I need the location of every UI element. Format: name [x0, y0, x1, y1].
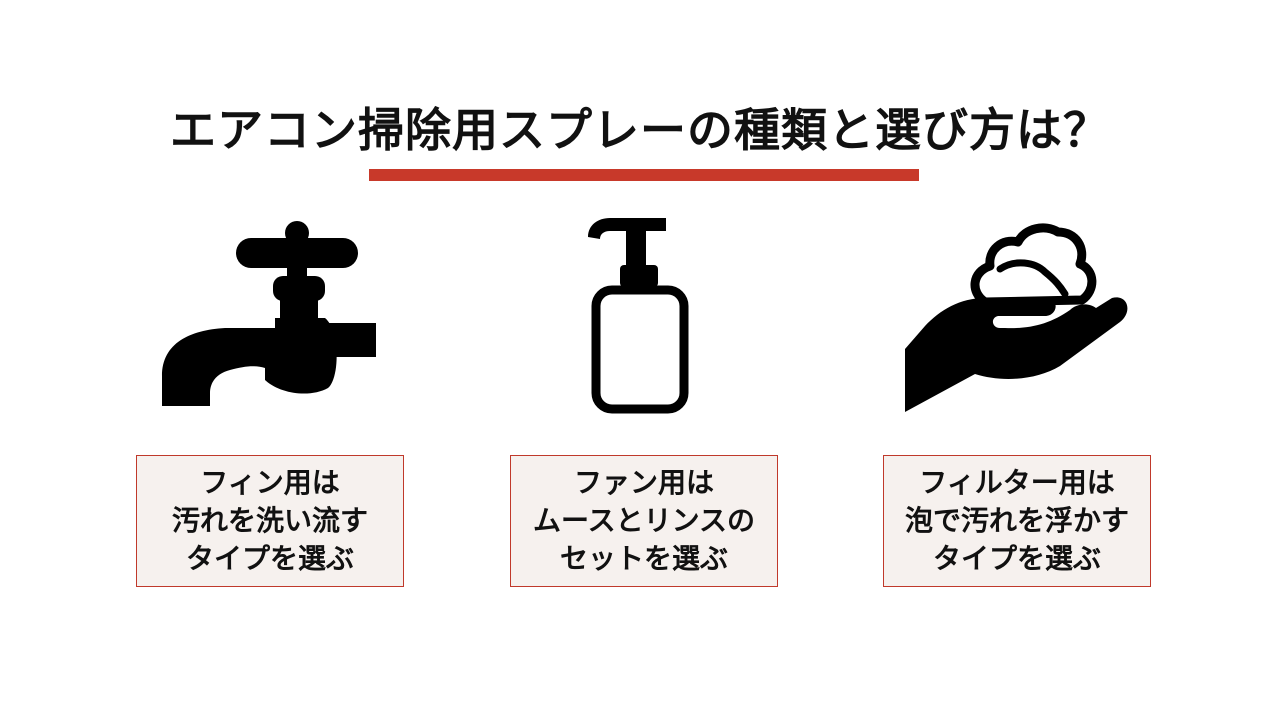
card-line: タイプを選ぶ	[932, 542, 1101, 575]
card-line: ムースとリンスの	[532, 504, 756, 537]
title-underline	[369, 169, 919, 181]
underline-bar	[369, 169, 919, 181]
card-fan: ファン用は ムースとリンスの セットを選ぶ	[510, 455, 778, 587]
card-filter: フィルター用は 泡で汚れを浮かす タイプを選ぶ	[883, 455, 1151, 587]
faucet-icon	[162, 221, 376, 406]
pump-bottle-icon	[588, 218, 689, 414]
card-line: フィン用は	[200, 466, 340, 499]
foam-hand-icon	[905, 223, 1128, 412]
card-fin: フィン用は 汚れを洗い流す タイプを選ぶ	[136, 455, 404, 587]
page-title: エアコン掃除用スプレーの種類と選び方は？	[170, 103, 1110, 157]
card-line: ファン用は	[573, 466, 714, 499]
card-line: 汚れを洗い流す	[171, 504, 368, 537]
card-line: 泡で汚れを浮かす	[904, 504, 1129, 537]
card-line: タイプを選ぶ	[185, 542, 354, 575]
card-line: フィルター用は	[919, 466, 1115, 499]
card-line: セットを選ぶ	[559, 542, 728, 575]
